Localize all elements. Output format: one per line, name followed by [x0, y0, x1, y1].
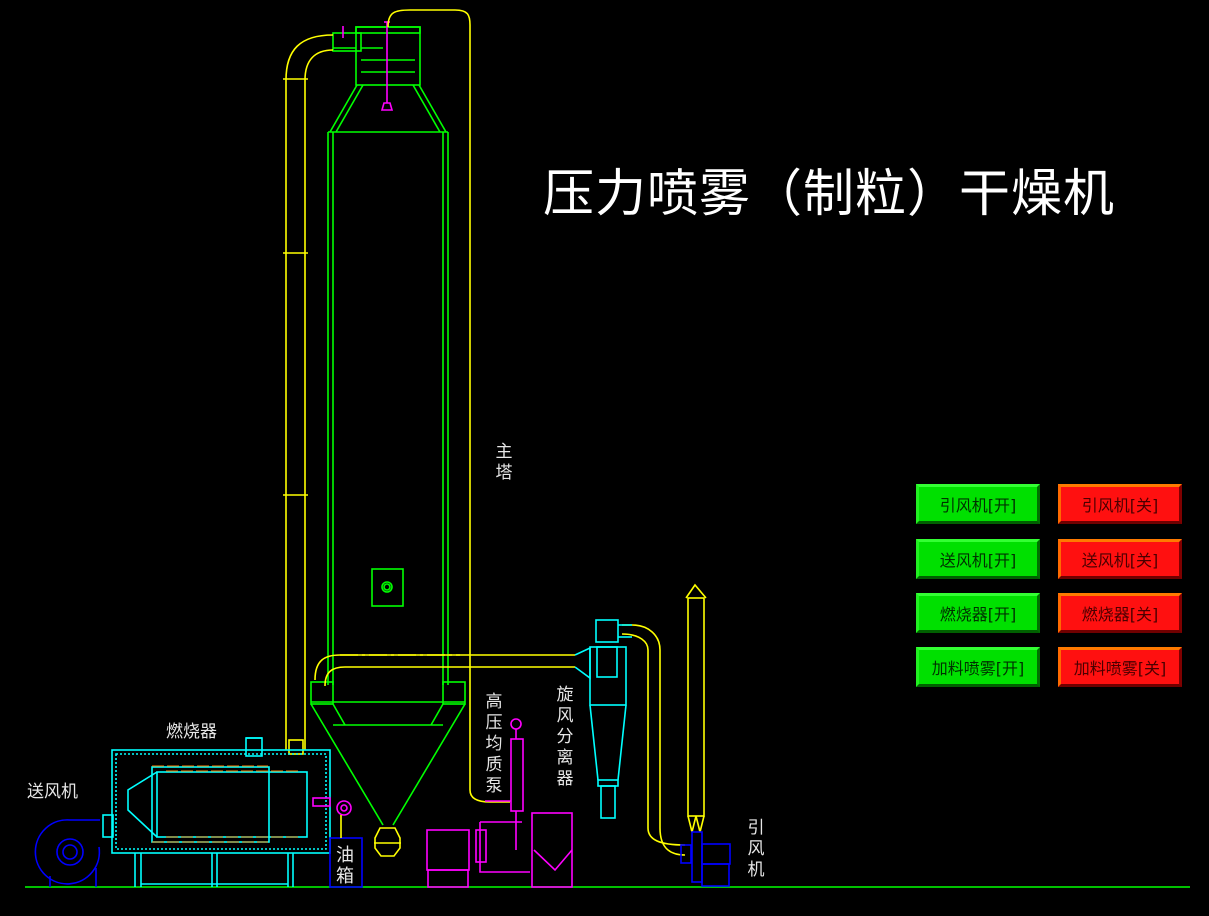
label-hp-homogenizer-pump: 高压均质泵: [485, 692, 503, 796]
label-induced-draft-fan: 引风机: [747, 818, 765, 880]
burner-on-button[interactable]: 燃烧器[开]: [916, 593, 1040, 633]
main-tower: [310, 26, 466, 826]
homogenizer-pump: [426, 718, 573, 888]
feed-spray-off-button[interactable]: 加料喷雾[关]: [1058, 647, 1182, 687]
induced-draft-fan-off-button[interactable]: 引风机[关]: [1058, 484, 1182, 524]
induced-fan: [680, 831, 731, 887]
burner-nozzle: [312, 797, 352, 816]
oil-tank: [329, 837, 363, 888]
induced-draft-fan-on-button[interactable]: 引风机[开]: [916, 484, 1040, 524]
heater-elements: [152, 765, 298, 843]
label-cyclone-separator: 旋风分离器: [556, 685, 574, 789]
feed-spray-on-button[interactable]: 加料喷雾[开]: [916, 647, 1040, 687]
page-title: 压力喷雾（制粒）干燥机: [543, 165, 1116, 224]
burner-off-button[interactable]: 燃烧器[关]: [1058, 593, 1182, 633]
cyclone-separator: [574, 619, 632, 819]
label-supply-fan: 送风机: [27, 782, 78, 802]
supply-fan-on-button[interactable]: 送风机[开]: [916, 539, 1040, 579]
burner-heater: [102, 737, 331, 887]
label-oil-tank: 油箱: [336, 845, 354, 887]
supply-fan: [34, 819, 101, 887]
hot-air-duct: [283, 9, 707, 857]
label-main-tower: 主塔: [495, 442, 513, 483]
supply-fan-off-button[interactable]: 送风机[关]: [1058, 539, 1182, 579]
label-burner: 燃烧器: [166, 722, 217, 742]
